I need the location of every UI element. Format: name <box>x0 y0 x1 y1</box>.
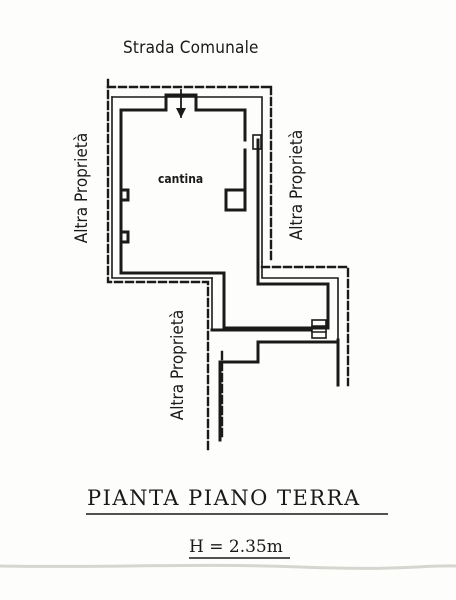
scan-edge <box>0 563 456 570</box>
plan-title: PIANTA PIANO TERRA <box>87 486 361 510</box>
cellar-walls <box>119 93 330 330</box>
title-underlines <box>86 513 388 559</box>
room-label-cantina: cantina <box>158 172 204 186</box>
entrance-arrow-head-icon <box>176 108 186 118</box>
height-note: H = 2.35m <box>189 537 283 557</box>
wall-inner-lines <box>111 96 339 341</box>
neighbor-label-lower: Altra Proprietà <box>168 309 188 421</box>
neighbor-label-left: Altra Proprietà <box>72 132 92 244</box>
property-boundary-dashed <box>106 78 350 452</box>
lower-passage <box>210 328 340 442</box>
street-label: Strada Comunale <box>123 38 259 58</box>
neighbor-label-right: Altra Proprietà <box>287 129 307 241</box>
window-mark <box>252 134 262 150</box>
stair-steps <box>311 319 327 339</box>
